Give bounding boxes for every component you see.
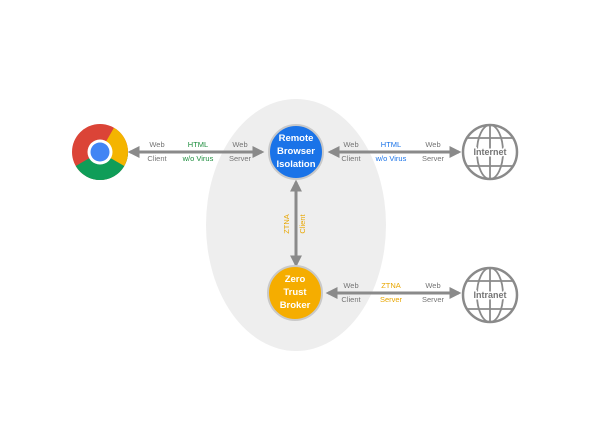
rbi-label-line3: Isolation — [276, 159, 315, 170]
rbi-label-line1: Remote — [279, 133, 314, 144]
broker-intranet-left-label-1: Web — [343, 281, 358, 290]
broker-intranet-right-label-2: Server — [422, 295, 445, 304]
browser-rbi-left-label-1: Web — [149, 140, 164, 149]
broker-intranet-left-label-2: Client — [341, 295, 361, 304]
rbi-internet-right-label-2: Server — [422, 154, 445, 163]
rbi-label-line2: Browser — [277, 146, 315, 157]
chrome-browser-icon — [72, 124, 129, 181]
intranet-globe-icon: Intranet — [461, 266, 519, 324]
rbi-internet-left-label-2: Client — [341, 154, 361, 163]
rbi-internet-left-label-1: Web — [343, 140, 358, 149]
rbi-internet-right-label-1: Web — [425, 140, 440, 149]
browser-rbi-middle-label-1: HTML — [188, 140, 208, 149]
browser-rbi-right-label-2: Server — [229, 154, 252, 163]
rbi-internet-middle-label-2: w/o Virus — [375, 154, 407, 163]
internet-globe-icon: Internet — [461, 123, 519, 181]
browser-rbi-left-label-2: Client — [147, 154, 167, 163]
internet-label: Internet — [473, 147, 506, 157]
broker-intranet-middle-label-1: ZTNA — [381, 281, 401, 290]
broker-node: Zero Trust Broker — [267, 265, 323, 321]
rbi-internet-middle-label-1: HTML — [381, 140, 401, 149]
broker-label-line2: Trust — [283, 287, 307, 298]
rbi-broker-label-2: Client — [298, 214, 307, 234]
broker-label-line1: Zero — [285, 274, 306, 285]
broker-intranet-right-label-1: Web — [425, 281, 440, 290]
intranet-label: Intranet — [473, 290, 506, 300]
rbi-node: Remote Browser Isolation — [268, 124, 324, 180]
browser-rbi-middle-label-2: w/o Virus — [182, 154, 214, 163]
broker-label-line3: Broker — [280, 300, 311, 311]
broker-intranet-middle-label-2: Server — [380, 295, 403, 304]
rbi-broker-label-1: ZTNA — [282, 214, 291, 234]
browser-rbi-right-label-1: Web — [232, 140, 247, 149]
